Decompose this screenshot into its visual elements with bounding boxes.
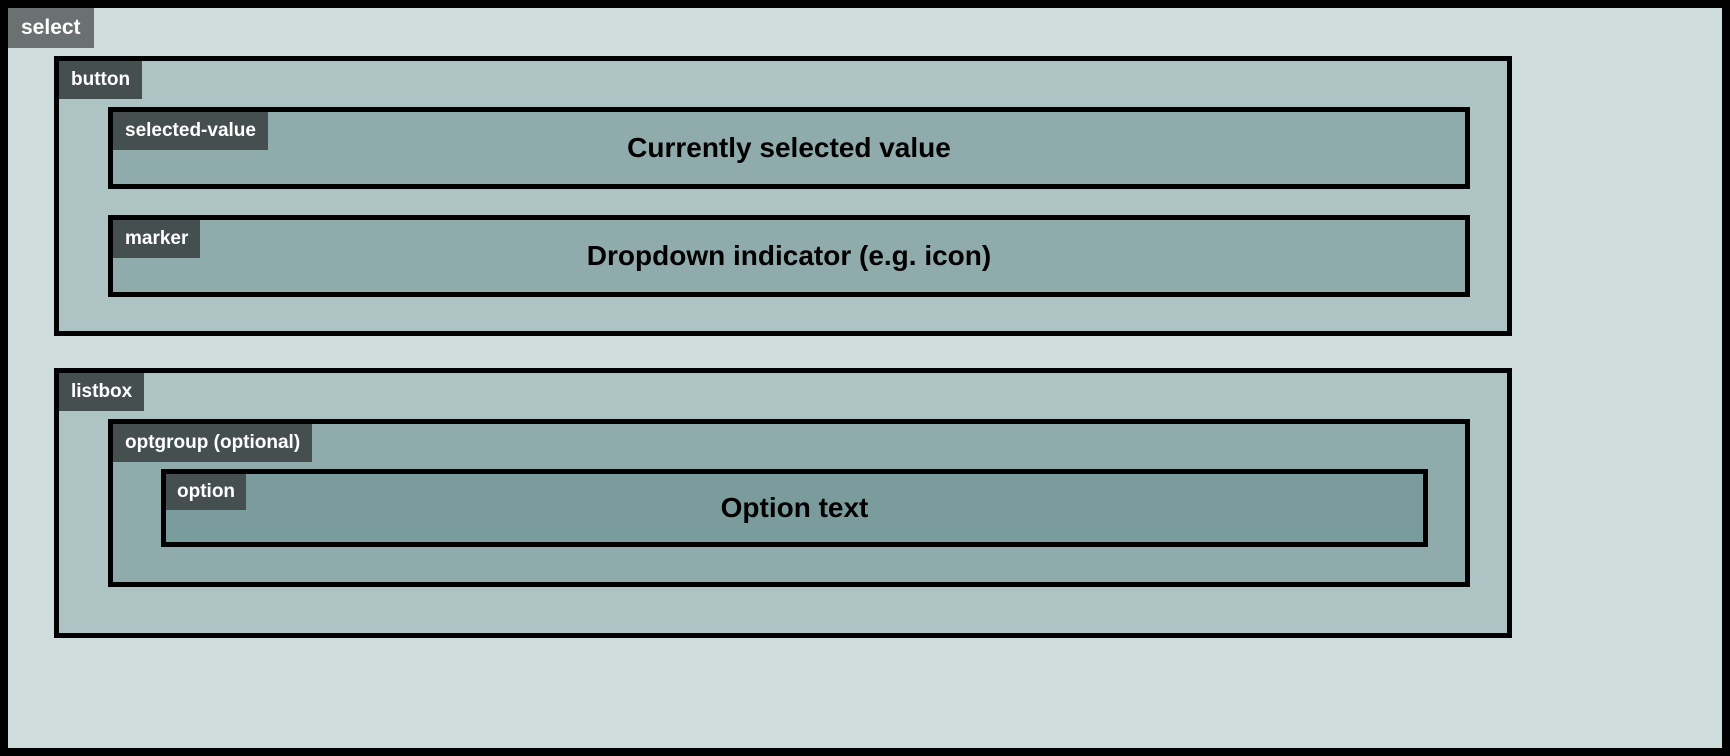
- optgroup-container: optgroup (optional) option Option text: [108, 419, 1470, 587]
- selected-value-container: selected-value Currently selected value: [108, 107, 1470, 189]
- button-container[interactable]: button selected-value Currently selected…: [54, 56, 1512, 336]
- marker-label: marker: [113, 220, 201, 258]
- marker-caption: Dropdown indicator (e.g. icon): [586, 240, 992, 271]
- select-label: select: [8, 8, 94, 48]
- listbox-label: listbox: [59, 373, 145, 411]
- select-container: select button selected-value Currently s…: [8, 8, 1722, 748]
- selected-value-label: selected-value: [113, 112, 268, 150]
- option-label: option: [166, 474, 247, 510]
- marker-container: marker Dropdown indicator (e.g. icon): [108, 215, 1470, 297]
- button-label: button: [59, 61, 143, 99]
- selected-value-caption: Currently selected value: [627, 132, 951, 163]
- listbox-container[interactable]: listbox optgroup (optional) option Optio…: [54, 368, 1512, 638]
- optgroup-label: optgroup (optional): [113, 424, 313, 462]
- option-container[interactable]: option Option text: [161, 469, 1428, 547]
- option-caption: Option text: [720, 492, 869, 523]
